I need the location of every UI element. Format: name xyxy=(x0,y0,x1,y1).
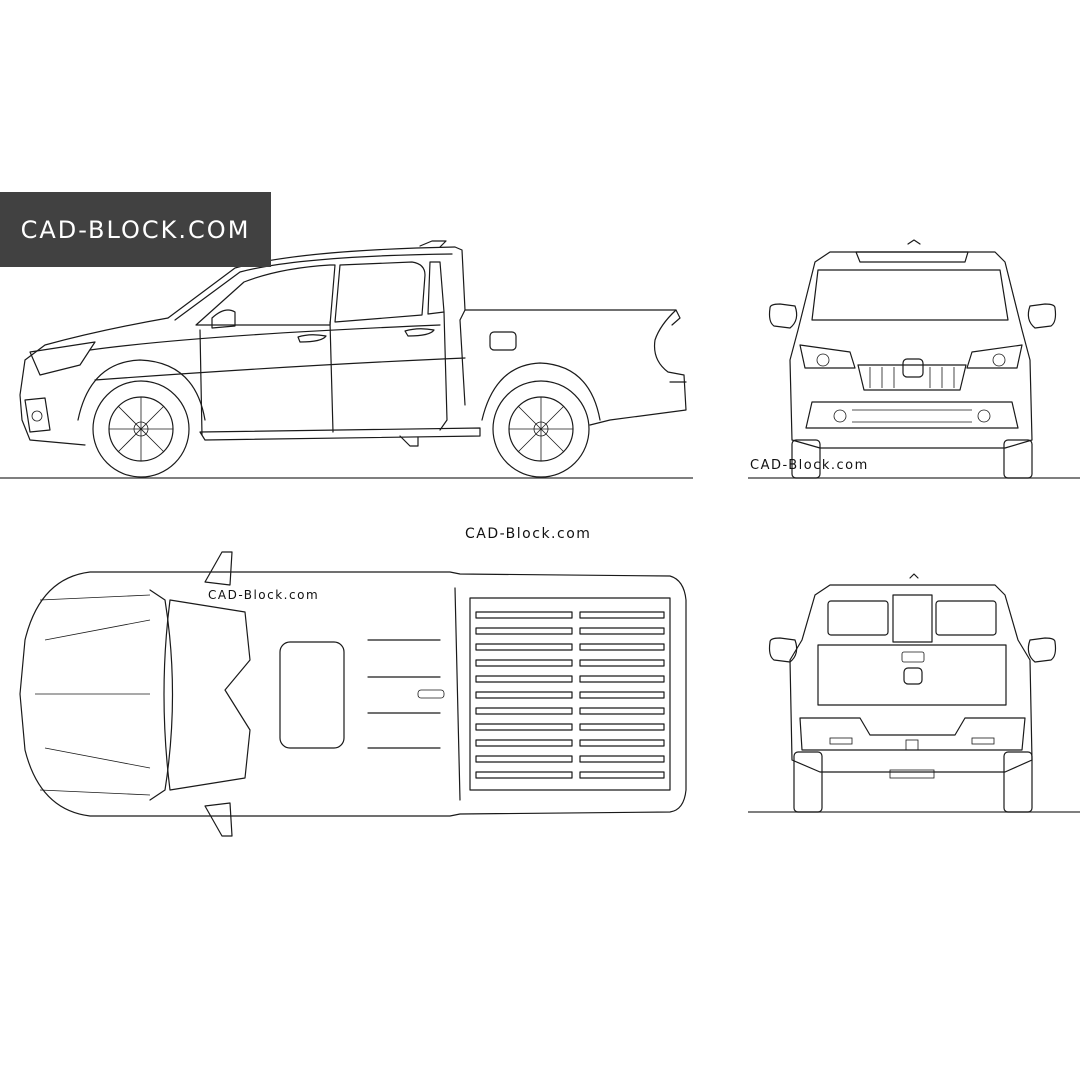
watermark-front-view: CAD-Block.com xyxy=(750,458,869,473)
top-view xyxy=(19,551,687,837)
site-logo-banner: CAD-BLOCK.COM xyxy=(0,192,271,267)
honda-logo-icon-rear xyxy=(903,667,923,685)
side-view xyxy=(0,240,693,479)
rear-view xyxy=(748,573,1080,813)
watermark-center: CAD-Block.com xyxy=(465,526,592,542)
honda-logo-icon xyxy=(902,358,924,378)
site-logo-text: CAD-BLOCK.COM xyxy=(20,215,251,244)
front-view xyxy=(748,239,1080,479)
watermark-top-view: CAD-Block.com xyxy=(208,588,320,602)
